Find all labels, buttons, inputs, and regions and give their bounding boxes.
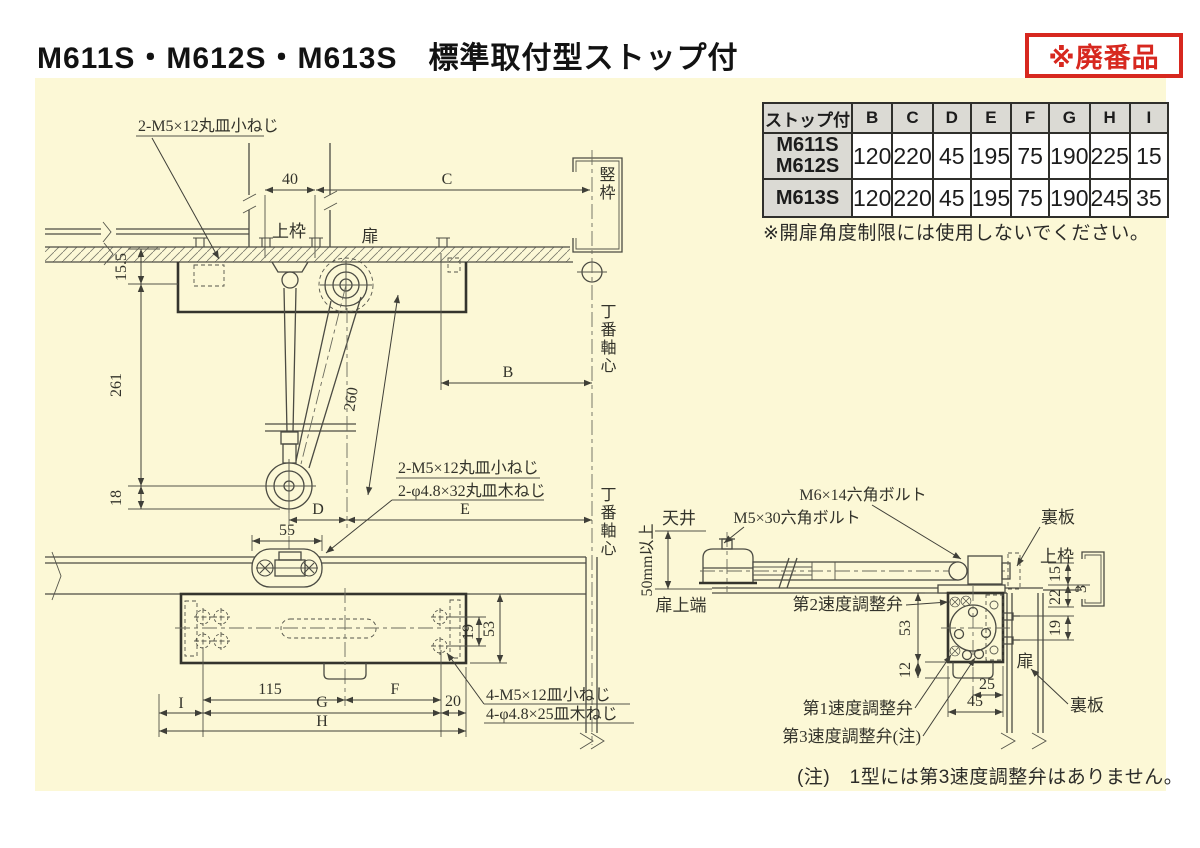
label-door-top-edge: 扉上端 [656, 596, 707, 615]
model-cell: M613S [762, 178, 853, 218]
dim-d: D [312, 501, 324, 518]
value-cell: 190 [1048, 132, 1091, 180]
value-cell: 225 [1088, 132, 1131, 180]
spec-col-i: I [1128, 102, 1169, 134]
value-cell: 245 [1088, 178, 1131, 218]
dim-15: 15 [1047, 566, 1064, 582]
spec-col-g: G [1048, 102, 1091, 134]
hinge-axis-label-2: 丁番軸心 [598, 486, 617, 558]
dim-53-side: 53 [897, 620, 914, 636]
dim-g: G [316, 694, 328, 711]
discontinued-badge: ※廃番品 [1025, 33, 1183, 78]
dim-115: 115 [258, 681, 281, 698]
dim-f: F [391, 681, 400, 698]
valve-1-label: 第1速度調整弁 [803, 699, 914, 718]
page-title: M611S・M612S・M613S 標準取付型ストップ付 [37, 42, 739, 75]
label-ceiling: 天井 [662, 509, 696, 528]
bolt-label-m6: M6×14六角ボルト [799, 486, 926, 504]
dim-50mm: 50mm以上 [638, 524, 656, 597]
dim-e: E [460, 501, 470, 518]
screw-note-top: 2-M5×12丸皿小ねじ [138, 117, 279, 135]
label-top-frame: 上枠 [272, 222, 306, 241]
spec-col-d: D [931, 102, 972, 134]
value-cell: 45 [931, 132, 972, 180]
valve-3-label: 第3速度調整弁(注) [782, 727, 921, 746]
dim-20: 20 [445, 693, 461, 710]
spec-row-m613s: M613S 120 220 45 195 75 190 245 35 [762, 178, 1169, 218]
spec-table-header-row: ストップ付 B C D E F G H I [762, 102, 1169, 134]
spec-col-stop: ストップ付 [762, 102, 853, 134]
dim-c: C [442, 171, 453, 188]
value-cell: 15 [1128, 132, 1169, 180]
dim-40: 40 [282, 171, 298, 188]
value-cell: 45 [931, 178, 972, 218]
valve-2-label: 第2速度調整弁 [793, 595, 904, 614]
spec-col-h: H [1088, 102, 1131, 134]
dim-15-5: 15.5 [113, 253, 130, 281]
table-note: ※開扉角度制限には使用しないでください。 [763, 223, 1150, 244]
discontinued-badge-text: ※廃番品 [1048, 43, 1160, 73]
dim-19-side: 19 [1047, 620, 1064, 636]
value-cell: 190 [1048, 178, 1091, 218]
side-view: 天井 50mm以上 扉上端 [638, 486, 1105, 750]
label-door-side: 扉 [1017, 652, 1034, 671]
value-cell: 120 [850, 132, 894, 180]
value-cell: 220 [891, 178, 934, 218]
dim-12: 12 [897, 662, 914, 678]
label-top-frame-side: 上枠 [1040, 547, 1074, 566]
dim-19-bottom: 19 [460, 624, 477, 640]
dim-45: 45 [967, 693, 983, 710]
dim-261: 261 [108, 373, 125, 397]
hinge-axis-label-1: 丁番軸心 [598, 303, 617, 375]
dim-h: H [316, 713, 328, 730]
model-cell: M611S M612S [762, 132, 853, 180]
spec-col-e: E [969, 102, 1013, 134]
label-back-plate-top: 裏板 [1041, 507, 1075, 527]
value-cell: 220 [891, 132, 934, 180]
screw-note-mid-2: 2-φ4.8×32丸皿木ねじ [398, 482, 546, 500]
dim-i: I [178, 695, 183, 712]
spec-col-f: F [1010, 102, 1051, 134]
value-cell: 120 [850, 178, 894, 218]
dim-260: 260 [341, 386, 362, 412]
dim-55: 55 [279, 522, 295, 539]
value-cell: 195 [969, 132, 1013, 180]
bottom-view: 115 F I G 20 H 19 53 4-M5×12皿小ねじ 4-φ4.8×… [45, 548, 634, 750]
dim-53-bottom: 53 [481, 621, 498, 637]
spec-table: ストップ付 B C D E F G H I M611S M612S 120 22… [762, 102, 1169, 218]
technical-drawing: 40 C 竪枠 上枠 扉 2-M5×12丸皿小ねじ [45, 117, 1105, 750]
spec-col-c: C [891, 102, 934, 134]
value-cell: 35 [1128, 178, 1169, 218]
value-cell: 75 [1010, 178, 1051, 218]
dim-25: 25 [979, 676, 995, 693]
label-vertical-frame: 竪枠 [597, 166, 616, 202]
dim-b: B [503, 364, 514, 381]
label-back-plate-bottom: 裏板 [1070, 695, 1104, 715]
screw-note-bottom-2: 4-φ4.8×25皿木ねじ [486, 705, 618, 723]
spec-row-m611s-m612s: M611S M612S 120 220 45 195 75 190 225 15 [762, 132, 1169, 180]
footnote: (注) 1型には第3速度調整弁はありません。 [797, 767, 1184, 788]
bolt-label-m5: M5×30六角ボルト [733, 509, 860, 527]
screw-note-mid-1: 2-M5×12丸皿小ねじ [398, 459, 539, 477]
spec-col-b: B [850, 102, 894, 134]
value-cell: 195 [969, 178, 1013, 218]
front-view: 40 C 竪枠 上枠 扉 2-M5×12丸皿小ねじ [45, 117, 623, 745]
dim-3: 3 [1073, 585, 1090, 593]
value-cell: 75 [1010, 132, 1051, 180]
dim-18: 18 [108, 490, 125, 506]
dim-22: 22 [1047, 589, 1064, 605]
screw-note-bottom-1: 4-M5×12皿小ねじ [486, 686, 611, 704]
label-door: 扉 [362, 227, 379, 246]
